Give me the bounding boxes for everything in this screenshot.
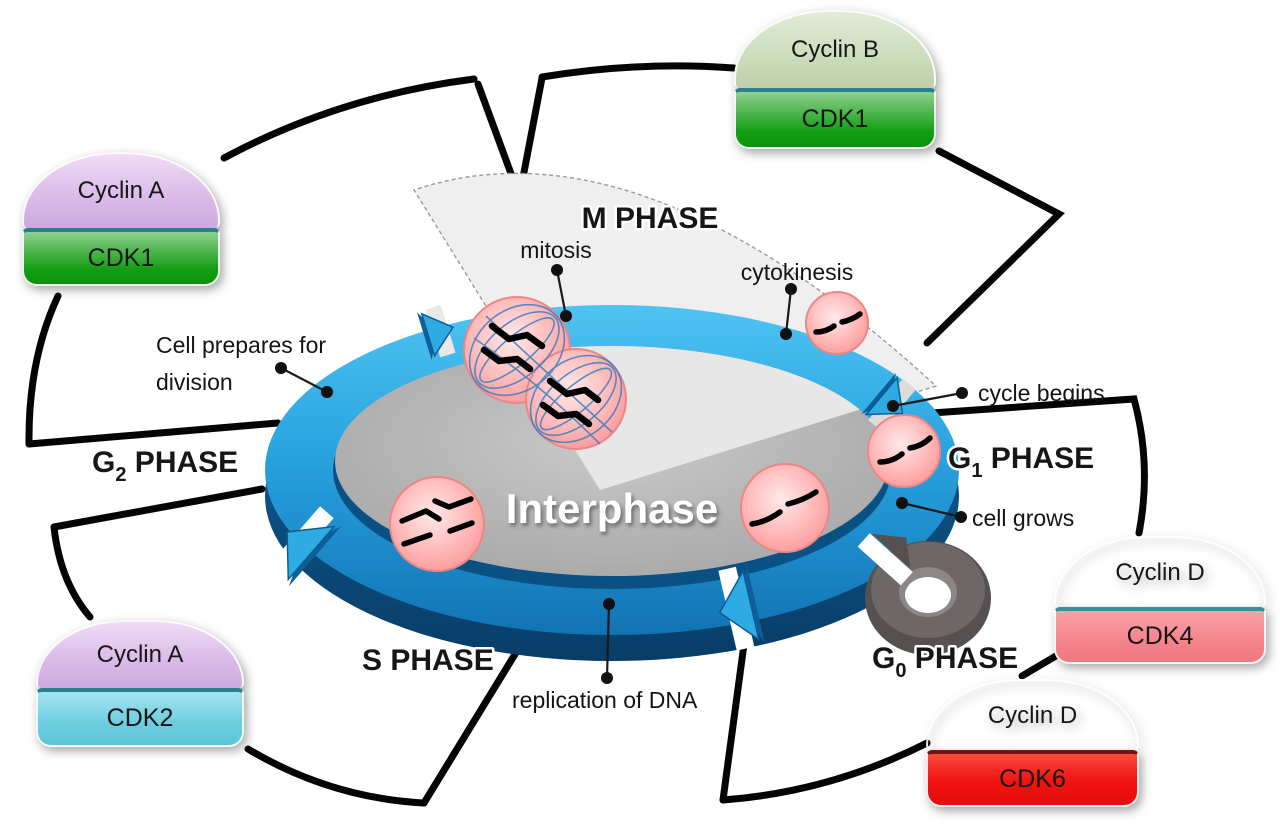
cyclin-b-block: Cyclin B [734,10,936,88]
cytokinesis-annotation: cytokinesis [741,259,853,285]
cdk6-label: CDK6 [999,765,1066,793]
g0-arrow-icon [857,533,991,655]
cdk4-label: CDK4 [1126,622,1194,650]
complex-cyclinA-cdk2: Cyclin A CDK2 [36,620,244,747]
complex-cyclinB-cdk1: Cyclin B CDK1 [734,10,936,149]
g0-phase-label: G0 PHASE [872,642,1018,682]
g1-sector-arc [913,395,1148,537]
dividing-cell-icon [463,296,627,450]
cells [389,291,941,572]
cyclin-b-label: Cyclin B [790,36,880,63]
cell-grows-annotation: cell grows [972,505,1074,531]
g2-outer-arc-top [220,75,478,162]
m-outer-arc [538,62,738,81]
interphase-label: Interphase [506,485,718,532]
replication-annotation: replication of DNA [512,687,698,713]
g0-bottom-arc [719,739,931,804]
annotation-connectors [275,264,968,684]
m-phase-label: M PHASE [582,202,719,235]
m-phase-wedge-inner [414,346,889,490]
cycle-begins-annotation: cycle begins [978,380,1105,406]
chromosome-icon [480,322,602,428]
arrow-gap-s-start-icon [718,565,765,651]
prepares-annotation-line2: division [156,369,233,395]
cdk1-label: CDK1 [87,243,155,272]
complex-cyclinD-cdk6: Cyclin D CDK6 [926,679,1139,807]
s-bottom-arc [244,745,428,807]
cyclin-d-label: Cyclin D [1115,558,1205,586]
notch-left-line [474,80,521,194]
g1-phase-label: G1 PHASE [948,442,1094,482]
arrow-gap-m-start-icon [416,304,456,360]
cyclin-a-block: Cyclin A [22,152,220,228]
cdk1-block: CDK1 [734,88,936,149]
s-left-arc [50,523,94,621]
g2-radial-lower [50,485,266,531]
ring-arrow-gaps [266,304,916,651]
cdk2-block: CDK2 [36,688,244,747]
sector-outlines [25,62,1148,807]
cdk4-block: CDK4 [1054,607,1266,664]
prepares-annotation-line1: Cell prepares for [156,332,326,358]
mitosis-annotation: mitosis [520,237,592,263]
s-phase-label: S PHASE [362,644,494,677]
cyclin-a-label: Cyclin A [77,177,165,204]
cyclin-d-label: Cyclin D [987,701,1078,729]
g1-cell-icon [740,463,830,553]
cyclin-d-block: Cyclin D [926,679,1139,750]
complex-cyclinD-cdk4: Cyclin D CDK4 [1054,536,1266,664]
notch-right-line [517,74,546,192]
cdk2-label: CDK2 [106,704,174,732]
g2-phase-label: G2 PHASE [92,446,238,486]
m-right-vertex-lines [923,147,1065,347]
cyclin-a-block: Cyclin A [36,620,244,688]
cyclin-a-label: Cyclin A [96,641,184,668]
s-phase-cell-icon [389,476,485,572]
cdk1-block: CDK1 [22,228,220,286]
g1-radial-bottom [719,618,751,804]
cyclin-d-block: Cyclin D [1054,536,1266,607]
complex-cyclinA-cdk1: Cyclin A CDK1 [22,152,220,286]
cdk1-label: CDK1 [801,105,869,133]
cdk6-block: CDK6 [926,750,1139,807]
cytokinesis-cell-icon [805,291,869,355]
s-radial-right [420,642,524,807]
g2-radial-upper [25,419,282,448]
g2-left-arc [25,292,62,448]
cycle-start-cell-icon [867,414,941,488]
